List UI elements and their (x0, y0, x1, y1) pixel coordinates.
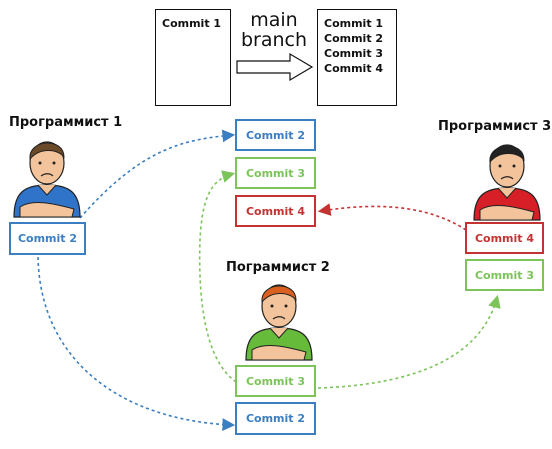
bottom-commit2-box: Commit 2 (235, 402, 316, 435)
arrow-p3-to-center-commit4 (317, 203, 467, 231)
main-before-commit1: Commit 1 (162, 17, 222, 30)
p1-commit2-box: Commit 2 (9, 222, 86, 255)
main-branch-arrow (236, 52, 314, 82)
p3-commit3-box: Commit 3 (465, 259, 544, 291)
arrow-p1-to-center-commit2 (79, 129, 236, 219)
center-commit3-box: Commit 3 (235, 157, 316, 189)
programmer1-avatar (13, 141, 81, 218)
arrow-p1-to-bottom-commit2 (37, 256, 236, 431)
p3-commit4-box: Commit 4 (465, 222, 544, 254)
center-commit4-box: Commit 4 (235, 195, 316, 227)
center-commit2-box: Commit 2 (235, 119, 316, 151)
programmer2-name: Пограммист 2 (226, 260, 330, 275)
main-branch-after-box: Commit 1 Commit 2 Commit 3 Commit 4 (317, 9, 397, 106)
main-branch-before-box: Commit 1 (155, 9, 231, 106)
main-branch-label: main branch (240, 9, 308, 51)
programmer1-name: Программист 1 (9, 115, 123, 130)
main-after-commit2: Commit 2 (324, 32, 384, 45)
programmer3-avatar (473, 144, 541, 221)
programmer3-name: Программист 3 (438, 119, 552, 134)
arrow-bottom3-to-center3 (198, 170, 237, 383)
arrow-bottom3-to-p3-commit3 (317, 294, 501, 389)
main-after-commit1: Commit 1 (324, 17, 384, 30)
bottom-commit3-box: Commit 3 (235, 365, 316, 397)
programmer2-avatar (245, 284, 313, 361)
main-after-commit3: Commit 3 (324, 47, 384, 60)
main-after-commit4: Commit 4 (324, 62, 384, 75)
